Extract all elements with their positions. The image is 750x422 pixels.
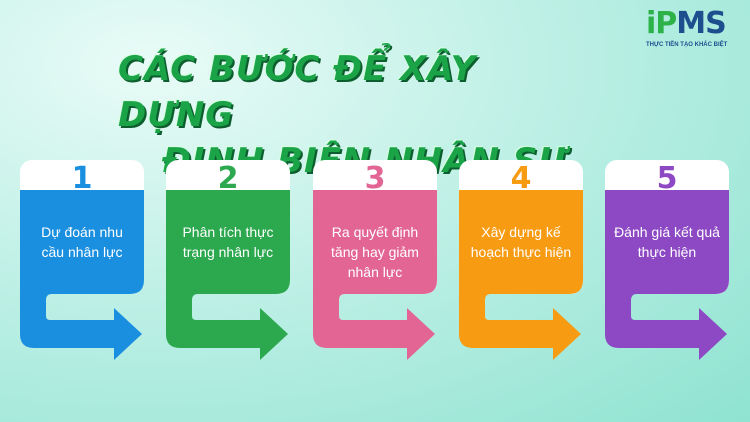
step-5-arrow-shape	[605, 160, 729, 360]
logo-tagline: THỰC TIỄN TẠO KHÁC BIỆT	[646, 42, 728, 48]
step-3-arrow-shape	[313, 160, 437, 360]
step-3-number: 3	[364, 161, 386, 196]
step-2-text: Phân tích thực trạng nhân lực	[182, 224, 274, 260]
step-4-text: Xây dựng kế hoạch thực hiện	[470, 224, 572, 260]
step-1-arrow-shape	[20, 160, 144, 360]
step-4-fill	[459, 190, 583, 360]
step-3-card: 3 Ra quyết định tăng hay giảm nhân lực	[313, 160, 437, 370]
ipms-logo: iPMS THỰC TIỄN TẠO KHÁC BIỆT	[642, 8, 742, 50]
step-5-fill	[605, 190, 729, 360]
step-4-arrow-shape	[459, 160, 583, 360]
step-2-card: 2 Phân tích thực trạng nhân lực	[166, 160, 290, 370]
step-2-fill	[166, 190, 290, 360]
step-5-text: Đánh giá kết quả thực hiện	[614, 224, 720, 260]
logo-wordmark-ms: MS	[676, 6, 726, 41]
step-3-text: Ra quyết định tăng hay giảm nhân lực	[331, 224, 419, 280]
step-1-number: 1	[71, 161, 93, 196]
step-1-fill	[20, 190, 144, 360]
step-2-arrow-shape	[166, 160, 290, 360]
step-4-number: 4	[510, 161, 532, 196]
title-line-1: CÁC BƯỚC ĐỂ XÂY DỰNG	[118, 49, 477, 135]
step-3-fill	[313, 190, 437, 360]
step-1-text: Dự đoán nhu cầu nhân lực	[41, 224, 123, 260]
step-2-number: 2	[217, 161, 239, 196]
logo-wordmark-ip: iP	[646, 6, 677, 41]
step-5-card: 5 Đánh giá kết quả thực hiện	[605, 160, 729, 370]
logo-wordmark: iPMS	[646, 6, 727, 41]
step-5-number: 5	[656, 161, 678, 196]
step-4-card: 4 Xây dựng kế hoạch thực hiện	[459, 160, 583, 370]
step-1-card: 1 Dự đoán nhu cầu nhân lực	[20, 160, 144, 370]
